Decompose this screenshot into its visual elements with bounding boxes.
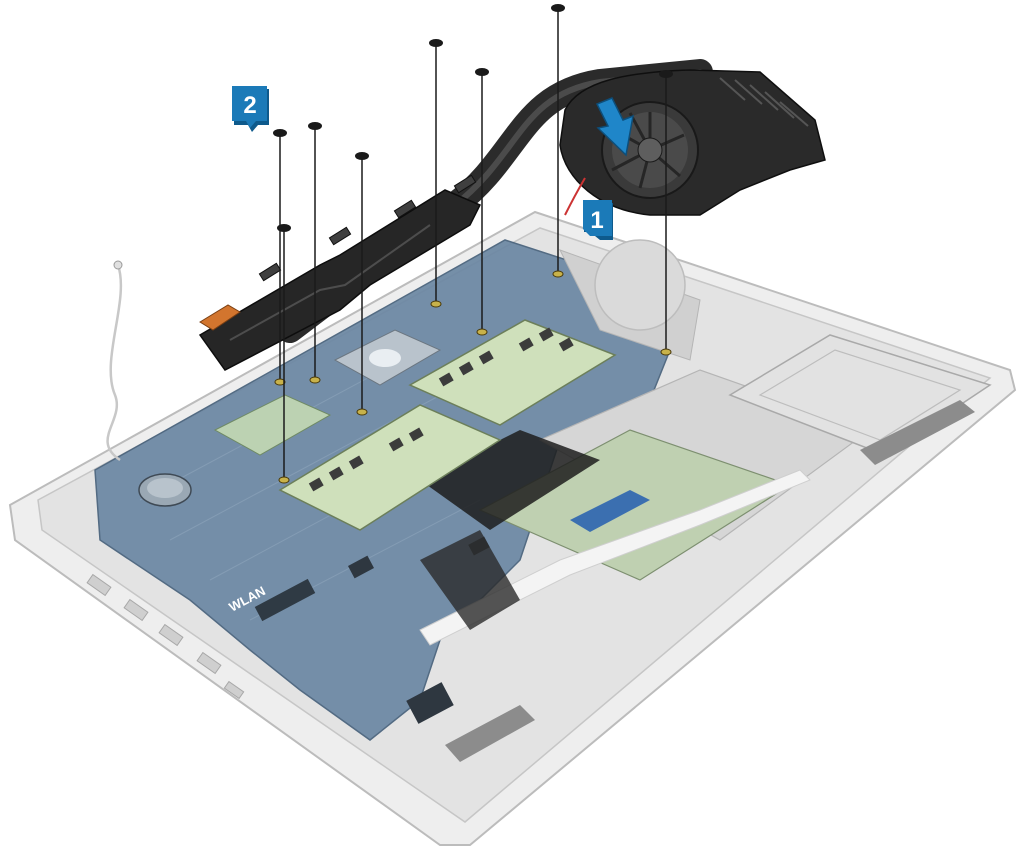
battery-area	[445, 239, 992, 762]
screw-icon	[277, 224, 291, 484]
screw-icon	[273, 129, 287, 386]
screws	[273, 4, 673, 484]
callout-step-1: 1	[583, 200, 613, 240]
speaker	[860, 400, 975, 465]
wlan-slot: WLAN	[226, 578, 316, 622]
screw-icon	[308, 122, 322, 384]
screw-icon	[659, 70, 673, 356]
fan-exhaust-fins	[719, 77, 809, 127]
heatsink-plate	[198, 189, 482, 371]
callout-step-2: 2	[232, 86, 269, 132]
screw-icon	[355, 152, 369, 416]
callout-label-2: 2	[243, 92, 256, 119]
heatsink-assembly	[198, 59, 826, 371]
copper-contact-pad	[199, 304, 241, 331]
fan-cable	[564, 177, 586, 216]
side-ports	[86, 573, 245, 700]
memory-module-bottom	[278, 404, 502, 531]
arrow-down-icon	[595, 97, 634, 157]
touchpad-board	[419, 429, 811, 646]
memory-module-top	[408, 319, 617, 426]
screw-icon	[475, 68, 489, 336]
screw-icon	[429, 39, 443, 308]
antenna-cable	[106, 264, 123, 462]
screw-icon	[551, 4, 565, 278]
callout-label-1: 1	[590, 207, 603, 234]
